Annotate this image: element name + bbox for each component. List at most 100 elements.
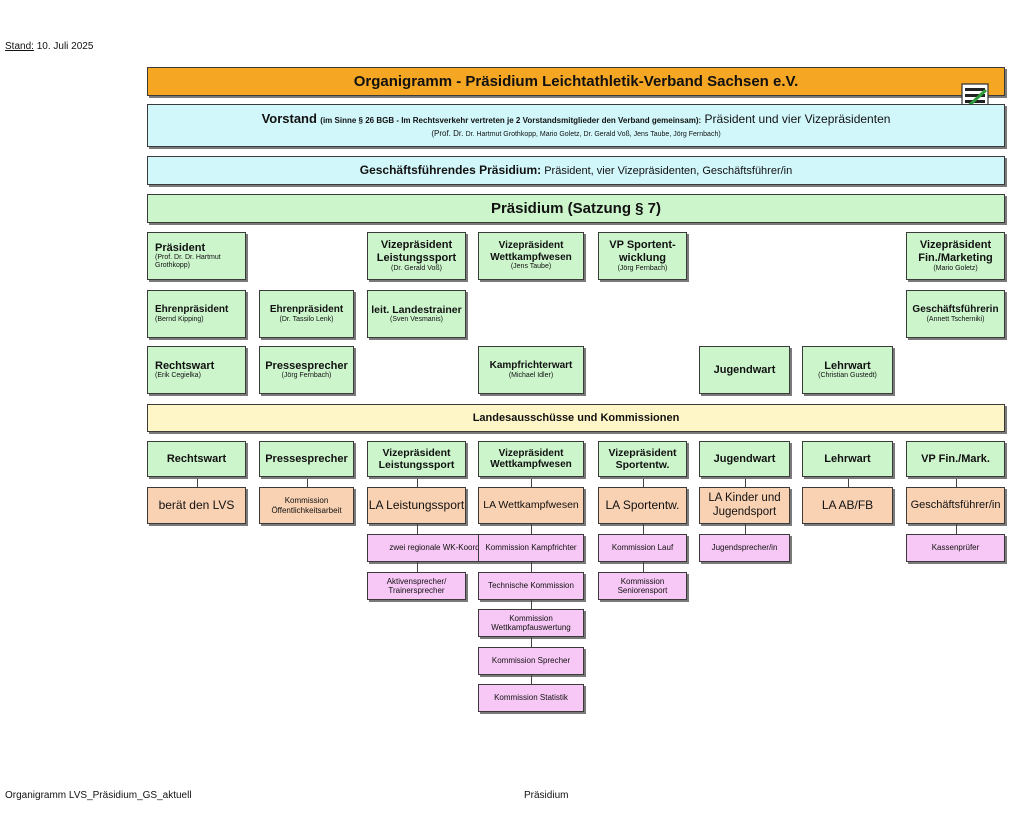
committee-head: Lehrwart (802, 441, 893, 477)
officer-name: (Erik Cegielka) (155, 372, 201, 380)
vorstand-qualifier: (im Sinne § 26 BGB - Im Rechtsverkehr ve… (320, 115, 702, 125)
committee-main: Geschäftsführer/in (906, 487, 1005, 524)
officer-jugendwart: Jugendwart (699, 346, 790, 394)
officer-landestrainer: leit. Landestrainer (Sven Vesmanis) (367, 290, 466, 338)
committee-sub: Kommission Seniorensport (598, 572, 687, 600)
committee-head-label: Jugendwart (713, 452, 776, 465)
gf-praesidium-box: Geschäftsführendes Präsidium: Präsident,… (147, 156, 1005, 185)
committee-main: berät den LVS (147, 487, 246, 524)
committee-main-label: berät den LVS (158, 497, 235, 512)
connector-line (642, 524, 644, 534)
officer-name: (Sven Vesmanis) (390, 316, 443, 323)
committee-sub-label: zwei regionale WK-Koordinatoren und RWK … (389, 543, 559, 553)
committee-head-label: Rechtswart (166, 452, 227, 465)
chart-title-text: Organigramm - Präsidium Leichtathletik-V… (353, 72, 799, 90)
gf-praesidium-label: Geschäftsführendes Präsidium: (359, 162, 542, 177)
committee-head: Pressesprecher (259, 441, 354, 477)
chart-title: Organigramm - Präsidium Leichtathletik-V… (147, 67, 1005, 96)
vorstand-names-prefix: (Prof. Dr. (431, 129, 464, 139)
stand-date: Stand: 10. Juli 2025 (5, 41, 93, 52)
committee-sub: Kommission Sprecher (478, 647, 584, 675)
vorstand-box: Vorstand (im Sinne § 26 BGB - Im Rechtsv… (147, 104, 1005, 147)
officer-title: Geschäftsführerin (912, 304, 999, 316)
connector-line (531, 675, 532, 684)
connector-line (531, 600, 532, 609)
officer-title: Vizepräsident Wettkampfwesen (490, 240, 572, 263)
officer-name: (Dr. Gerald Voß) (391, 264, 442, 272)
committee-sub-label: Technische Kommission (488, 581, 574, 591)
committee-main-label: Kommission Öffentlichkeitsarbeit (271, 496, 342, 515)
committee-sub: Jugendsprecher/in (699, 534, 790, 562)
committee-main-label: Geschäftsführer/in (910, 499, 1001, 512)
connector-line (531, 477, 532, 487)
committee-sub-label: Kommission Kampfrichter (485, 543, 577, 553)
connector-line (531, 562, 532, 572)
officer-name: (Bernd Kipping) (155, 315, 204, 323)
connector-line (642, 562, 644, 572)
connector-line (531, 637, 532, 647)
stand-value: 10. Juli 2025 (36, 41, 94, 52)
committee-main: LA AB/FB (802, 487, 893, 524)
committee-sub-label: Kommission Sprecher (491, 656, 571, 666)
officer-title: leit. Landestrainer (371, 303, 462, 316)
officer-name: (Prof. Dr. Dr. Hartmut Grothkopp) (155, 254, 221, 270)
committee-main-label: LA Leistungssport (368, 497, 465, 512)
committee-main: LA Leistungssport (367, 487, 466, 524)
committee-sub: Kommission Lauf (598, 534, 687, 562)
gf-praesidium-text: Präsident, vier Vizepräsidenten, Geschäf… (544, 164, 793, 177)
connector-line (744, 477, 746, 487)
connector-line (416, 562, 418, 572)
officer-praesident: Präsident (Prof. Dr. Dr. Hartmut Grothko… (147, 232, 246, 280)
committee-sub: Kommission Statistik (478, 684, 584, 712)
committee-head-label: Vizepräsident Wettkampfwesen (490, 447, 572, 471)
committee-sub: Technische Kommission (478, 572, 584, 600)
officer-title: Vizepräsident Leistungssport (376, 239, 457, 264)
officer-name: (Jörg Fernbach) (281, 372, 332, 380)
praesidium-label: Präsidium (Satzung § 7) (490, 199, 662, 217)
committees-header-text: Landesausschüsse und Kommissionen (472, 411, 680, 424)
officer-kampfrichterwart: Kampfrichterwart (Michael Idler) (478, 346, 584, 394)
vorstand-members: Präsident und vier Vizepräsidenten (704, 111, 891, 126)
officer-rechtswart: Rechtswart (Erik Cegielka) (147, 346, 246, 394)
connector-line (955, 477, 957, 487)
officer-title: Ehrenpräsident (155, 304, 229, 316)
officer-title: Vizepräsident Fin./Marketing (918, 239, 993, 264)
connector-line (196, 477, 198, 487)
officer-vp-sportentwicklung: VP Sportent-wicklung (Jörg Fernbach) (598, 232, 687, 280)
officer-ehrenpraesident-1: Ehrenpräsident (Bernd Kipping) (147, 290, 246, 338)
committee-sub-label: Kommission Seniorensport (617, 576, 668, 595)
vorstand-line: Vorstand (im Sinne § 26 BGB - Im Rechtsv… (261, 110, 891, 127)
officer-title: Jugendwart (713, 363, 776, 376)
committee-main-label: LA Kinder und Jugendsport (708, 492, 781, 518)
officer-geschaeftsfuehrerin: Geschäftsführerin (Annett Tscherniki) (906, 290, 1005, 338)
officer-name: (Christian Gustedt) (818, 372, 877, 380)
officer-name: (Dr. Tassilo Lenk) (279, 315, 334, 323)
officer-name: (Jörg Fernbach) (617, 264, 668, 272)
committee-sub: Aktivensprecher/ Trainersprecher (367, 572, 466, 600)
committee-sub: Kassenprüfer (906, 534, 1005, 562)
connector-line (955, 524, 957, 534)
vorstand-label: Vorstand (261, 110, 317, 126)
footer-center: Präsidium (524, 790, 569, 801)
officer-vp-wettkampfwesen: Vizepräsident Wettkampfwesen (Jens Taube… (478, 232, 584, 280)
footer-left: Organigramm LVS_Präsidium_GS_aktuell (5, 790, 192, 801)
officer-title: Lehrwart (824, 359, 871, 372)
committee-head: VP Fin./Mark. (906, 441, 1005, 477)
officer-lehrwart: Lehrwart (Christian Gustedt) (802, 346, 893, 394)
officer-title: Ehrenpräsident (269, 304, 344, 316)
officer-pressesprecher: Pressesprecher (Jörg Fernbach) (259, 346, 354, 394)
officer-vp-finanzen: Vizepräsident Fin./Marketing (Mario Gole… (906, 232, 1005, 280)
committee-main-label: LA AB/FB (821, 497, 874, 512)
committee-sub-label: Kommission Statistik (494, 693, 568, 703)
connector-line (642, 477, 644, 487)
committee-head-label: Vizepräsident Leistungssport (378, 446, 455, 471)
officer-title: Pressesprecher (265, 359, 348, 372)
officer-name: (Annett Tscherniki) (926, 315, 985, 323)
vorstand-names: Dr. Hartmut Grothkopp, Mario Goletz, Dr.… (465, 131, 721, 139)
committee-sub: Kommission Wettkampfauswertung (478, 609, 584, 637)
committee-sub-label: Kommission Lauf (611, 543, 674, 553)
committee-sub-label: Jugendsprecher/in (711, 543, 778, 553)
gf-praesidium-line: Geschäftsführendes Präsidium: Präsident,… (359, 162, 793, 178)
officer-name: (Mario Goletz) (933, 264, 978, 272)
connector-line (847, 477, 849, 487)
